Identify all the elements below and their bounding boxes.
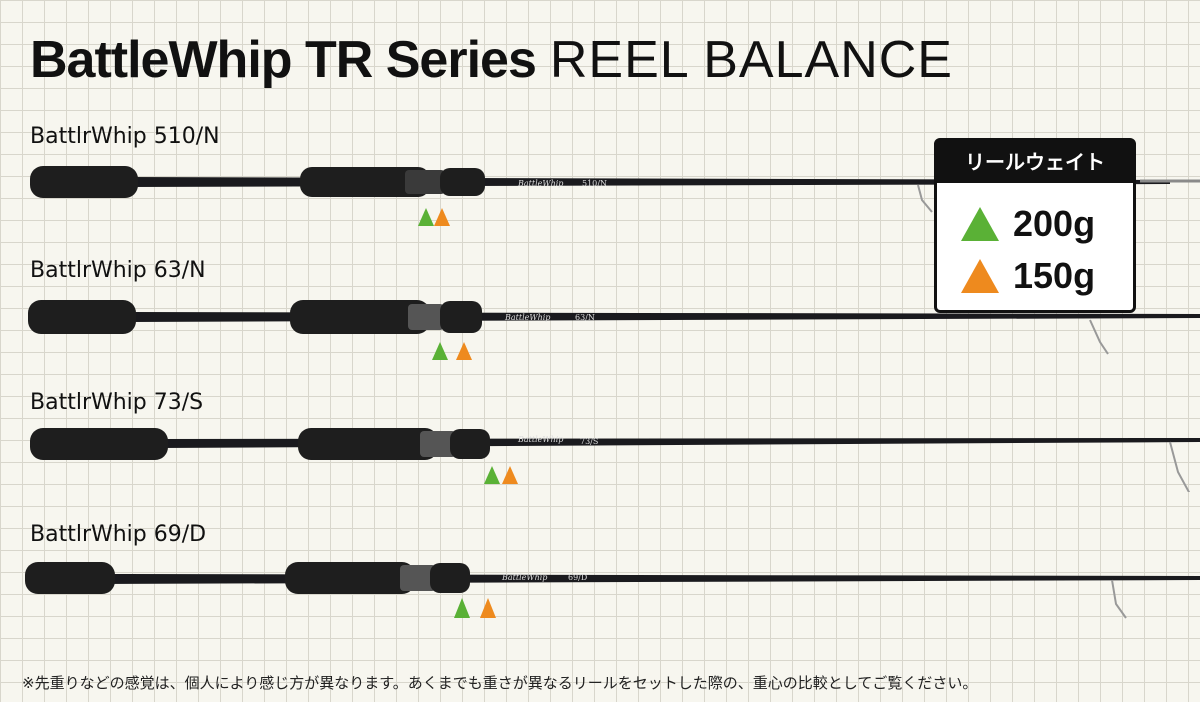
guide — [917, 184, 933, 213]
legend-label-200g: 200g — [1013, 203, 1096, 244]
marker-200g — [432, 342, 448, 360]
marker-200g — [484, 466, 500, 484]
marker-150g — [434, 208, 450, 226]
marker-200g — [454, 598, 470, 618]
rod-510n: BattleWhip 510/N — [30, 166, 1200, 226]
fore-grip — [300, 167, 430, 197]
front-grip — [440, 168, 485, 196]
rod-63n: BattleWhip 63/N — [28, 300, 1200, 360]
reel-seat — [408, 304, 444, 330]
orange-triangle-icon — [961, 259, 999, 293]
reel-weight-legend: リールウェイト 200g 150g — [934, 138, 1136, 313]
fore-grip — [285, 562, 415, 594]
marker-150g — [480, 598, 496, 618]
rod-69d: BattleWhip 69/D — [25, 562, 1200, 619]
marker-200g — [418, 208, 434, 226]
brand-mark: BattleWhip — [517, 179, 563, 188]
guide — [1169, 441, 1191, 492]
rod-label-69d: BattlrWhip 69/D — [30, 522, 207, 547]
model-mark: 63/N — [575, 313, 595, 322]
reel-seat — [400, 565, 436, 591]
rod-label-510n: BattlrWhip 510/N — [30, 124, 220, 149]
model-mark: 69/D — [568, 573, 587, 582]
front-grip — [450, 429, 490, 459]
model-mark: 510/N — [582, 179, 607, 188]
brand-mark: BattleWhip — [501, 573, 547, 582]
fore-grip — [298, 428, 438, 460]
fore-grip — [290, 300, 430, 334]
front-grip — [430, 563, 470, 593]
brand-mark: BattleWhip — [504, 313, 550, 322]
rear-grip — [30, 428, 168, 460]
marker-150g — [456, 342, 472, 360]
brand-mark: BattleWhip — [517, 435, 563, 444]
rod-label-73s: BattlrWhip 73/S — [30, 390, 204, 415]
legend-heading: リールウェイト — [937, 141, 1133, 183]
green-triangle-icon — [961, 207, 999, 241]
front-grip — [440, 301, 482, 333]
rear-grip — [28, 300, 136, 334]
guide — [1111, 579, 1127, 619]
footnote: ※先重りなどの感覚は、個人により感じ方が異なります。あくまでも重さが異なるリール… — [22, 674, 978, 692]
rod-blank — [100, 574, 1200, 584]
legend-item-150g: 150g — [961, 251, 1095, 301]
model-mark: 73/S — [580, 437, 598, 446]
rear-grip — [25, 562, 115, 594]
rod-label-63n: BattlrWhip 63/N — [30, 258, 206, 283]
reel-seat — [405, 170, 445, 194]
title-main: BattleWhip TR Series — [30, 31, 537, 89]
legend-label-150g: 150g — [1013, 255, 1096, 296]
reel-seat — [420, 431, 456, 457]
legend-item-200g: 200g — [961, 199, 1095, 249]
rear-grip — [30, 166, 138, 198]
guide — [1089, 319, 1109, 355]
title-sub: REEL BALANCE — [549, 31, 953, 89]
marker-150g — [502, 466, 518, 484]
rod-73s: BattleWhip 73/S — [30, 428, 1200, 492]
